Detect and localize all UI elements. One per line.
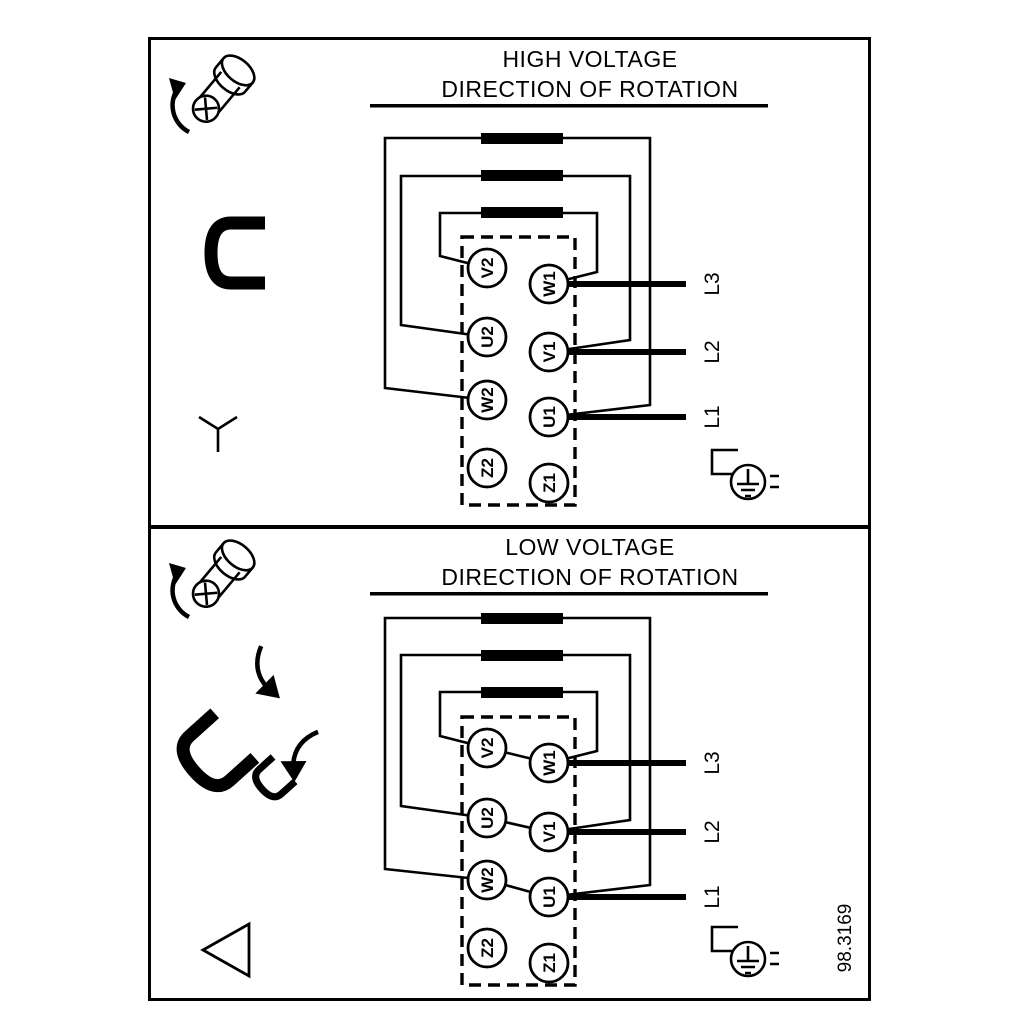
terminal-u2 [466,797,508,839]
line-label-l2: L2 [701,820,724,843]
terminals: V2 W1 U2 V1 W2 U1 Z2 Z1 [466,247,570,504]
terminal-label-u2: U2 [478,326,497,348]
terminal-u2 [466,316,508,358]
terminal-z2 [466,447,508,489]
terminal-v1 [528,331,570,373]
high-voltage-panel: HIGH VOLTAGE DIRECTION OF ROTATION [151,40,868,529]
jumper-bar-3 [481,207,563,218]
line-label-l1: L1 [701,405,724,428]
terminal-v1 [528,811,570,853]
star-connection-icon [198,415,238,452]
panel-title: HIGH VOLTAGE [502,46,677,72]
ground-icon [710,448,781,501]
terminal-label-w1: W1 [540,271,559,297]
terminal-w2 [466,379,508,421]
terminal-label-u1: U1 [540,886,559,908]
terminal-label-z1: Z1 [540,473,559,493]
line-label-l3: L3 [701,751,724,774]
supply-lines [549,760,686,900]
terminal-label-v2: V2 [478,738,497,759]
terminal-label-z1: Z1 [540,953,559,973]
ground-icon [710,925,781,978]
terminal-label-z2: Z2 [478,938,497,958]
terminal-label-u1: U1 [540,406,559,428]
subtitle-underline [370,592,768,596]
high-voltage-diagram: HIGH VOLTAGE DIRECTION OF ROTATION [151,46,781,507]
terminal-u1 [528,396,570,438]
supply-lines [549,281,686,420]
terminal-w2 [466,859,508,901]
line-label-l3: L3 [701,272,724,295]
screw-rotation-icon [169,50,260,132]
terminal-z1 [528,942,570,984]
terminal-z1 [528,462,570,504]
jumper-bar-1 [481,613,563,624]
subtitle-underline [370,104,768,108]
jumper-bar-1 [481,133,563,144]
terminal-u1 [528,876,570,918]
line-label-l1: L1 [701,885,724,908]
terminal-w1 [528,742,570,784]
delta-connection-icon [200,921,251,979]
jumper-rearrange-icon [175,646,323,801]
terminal-block [460,715,577,987]
jumper-bar-2 [481,170,563,181]
low-voltage-diagram: LOW VOLTAGE DIRECTION OF ROTATION [151,529,856,987]
terminal-label-w2: W2 [478,867,497,893]
terminal-z2 [466,927,508,969]
screw-rotation-icon [169,535,260,617]
terminal-block [460,235,577,507]
terminal-label-v1: V1 [540,342,559,363]
terminal-w1 [528,263,570,305]
wiring-diagram-frame: HIGH VOLTAGE DIRECTION OF ROTATION [148,37,871,1001]
terminals: V2 W1 U2 V1 W2 U1 Z2 Z1 [466,727,570,984]
terminal-v2 [466,247,508,289]
terminal-label-z2: Z2 [478,458,497,478]
panel-subtitle: DIRECTION OF ROTATION [441,76,738,102]
figure-number: 98.3169 [835,904,856,973]
terminal-label-v2: V2 [478,258,497,279]
line-label-l2: L2 [701,340,724,363]
terminal-label-u2: U2 [478,807,497,829]
panel-subtitle: DIRECTION OF ROTATION [441,564,738,590]
jumper-link-icon [211,223,265,283]
panel-title: LOW VOLTAGE [505,534,675,560]
terminal-label-w2: W2 [478,387,497,413]
terminal-label-w1: W1 [540,750,559,776]
low-voltage-panel: LOW VOLTAGE DIRECTION OF ROTATION [151,529,868,998]
jumper-bar-2 [481,650,563,661]
jumper-bar-3 [481,687,563,698]
terminal-v2 [466,727,508,769]
terminal-label-v1: V1 [540,822,559,843]
